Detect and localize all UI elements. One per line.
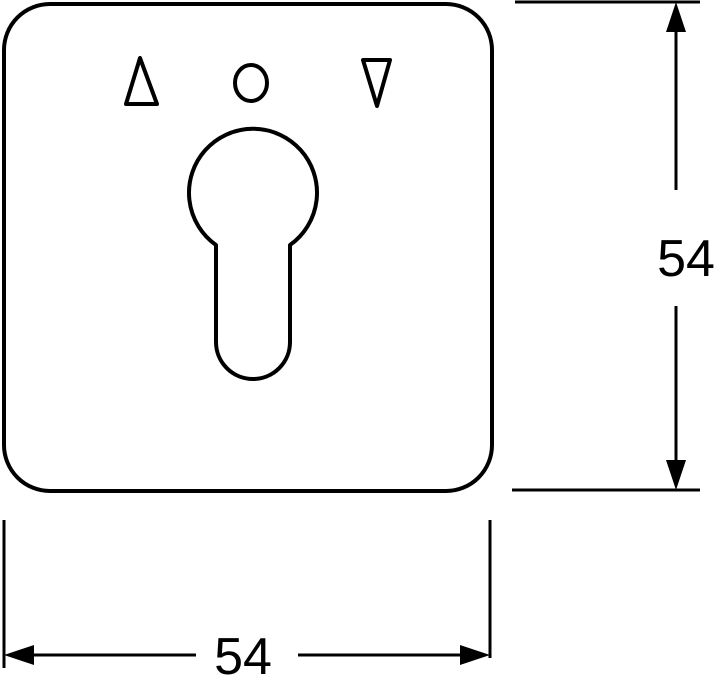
cover-plate-outline — [2, 2, 494, 493]
width-dimension: 54 — [2, 520, 492, 677]
circle-icon — [233, 63, 269, 103]
height-dimension-label: 54 — [657, 230, 715, 288]
arrow-left-icon — [4, 645, 34, 665]
arrow-right-icon — [460, 645, 490, 665]
down-triangle-icon — [361, 58, 392, 108]
arrow-down-icon — [666, 460, 686, 490]
width-dimension-label: 54 — [214, 628, 272, 677]
up-triangle-icon — [124, 56, 159, 106]
arrow-up-icon — [666, 2, 686, 32]
height-dimension: 54 — [512, 0, 715, 492]
keyhole-outline — [187, 126, 319, 381]
